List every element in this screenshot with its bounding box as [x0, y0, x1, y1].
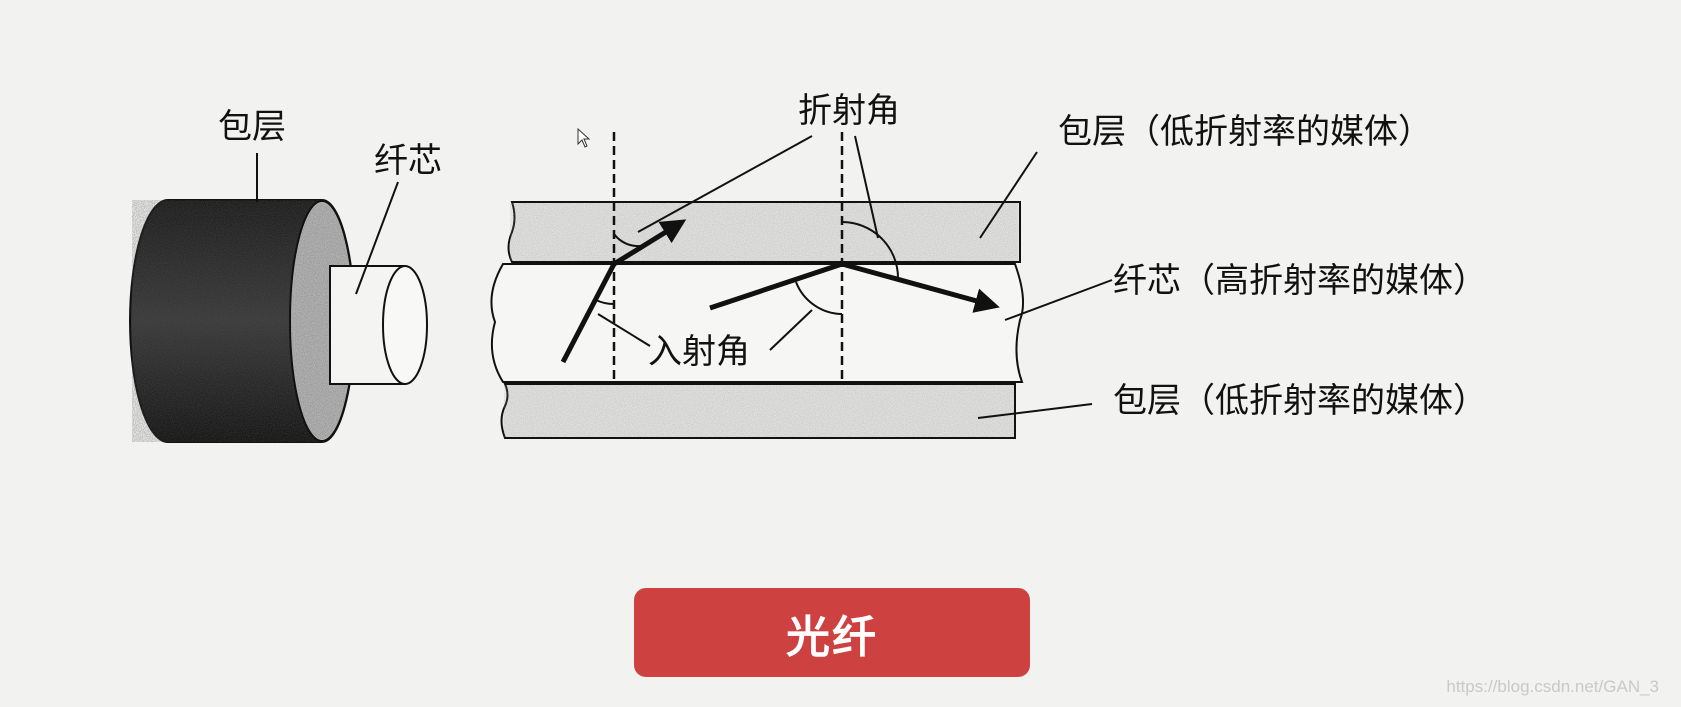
incidence-arc-right	[795, 281, 843, 315]
cable-cross-section: 包层 纤芯	[129, 107, 442, 443]
refraction-leader-left	[637, 135, 813, 233]
core-end-face	[382, 265, 428, 385]
bottom-cladding-label: 包层（低折射率的媒体）	[1113, 381, 1487, 421]
top-cladding-leader	[979, 151, 1038, 239]
incidence-angle-label: 入射角	[648, 332, 750, 372]
title-text: 光纤	[786, 611, 878, 663]
top-cladding-grain	[510, 203, 1018, 261]
title-banner: 光纤	[634, 588, 1030, 677]
core-label: 纤芯	[374, 141, 442, 181]
watermark: https://blog.csdn.net/GAN_3	[1446, 677, 1659, 696]
incidence-arc-left	[595, 299, 615, 306]
refraction-arc-left	[613, 233, 641, 248]
incidence-leader-left	[597, 313, 651, 347]
top-cladding-label: 包层（低折射率的媒体）	[1058, 112, 1432, 152]
reflected-ray-right	[841, 261, 1000, 313]
incident-ray-left	[560, 262, 617, 364]
incidence-leader-right	[769, 309, 813, 351]
incident-ray-right	[709, 261, 843, 311]
refraction-arc-right	[841, 221, 899, 279]
core-medium-label: 纤芯（高折射率的媒体）	[1113, 261, 1487, 301]
mouse-cursor-icon	[577, 128, 591, 148]
core-leader	[1004, 279, 1113, 321]
refraction-angle-label: 折射角	[798, 91, 900, 131]
core-layer	[490, 263, 1025, 383]
refracted-ray-left	[612, 219, 687, 267]
bottom-cladding-leader	[977, 403, 1093, 419]
bottom-cladding-grain	[504, 385, 1014, 437]
fiber-section: 折射角 入射角 包层（低折射率的媒体） 纤芯（高折射率的媒体） 包层（低折射率的…	[490, 91, 1487, 439]
refraction-leader-right	[854, 135, 879, 239]
cladding-label: 包层	[218, 107, 286, 147]
core-leader-line	[355, 181, 399, 295]
